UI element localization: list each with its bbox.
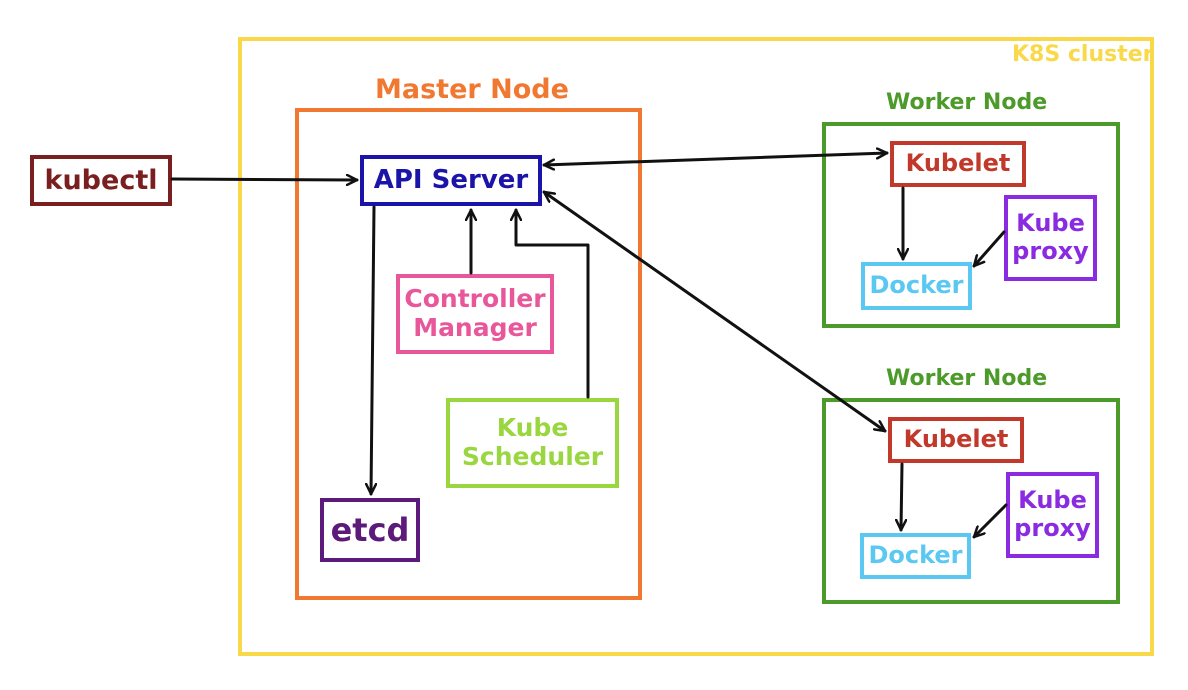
arrow-api-server-kubelet-2 (542, 190, 887, 433)
cluster-label: K8S cluster (1012, 42, 1154, 67)
worker-1-kubelet-box[interactable]: Kubelet (890, 141, 1026, 187)
master-node-title: Master Node (375, 74, 569, 105)
kube-scheduler-line2: Scheduler (461, 442, 604, 471)
worker-node-2-title: Worker Node (886, 366, 1048, 391)
arrow-kube-scheduler-to-api-server (516, 208, 590, 399)
arrow-kube-proxy-2-to-docker (972, 503, 1008, 539)
etcd-label: etcd (330, 510, 410, 549)
kubectl-label: kubectl (44, 164, 158, 196)
worker-1-kube-proxy-line2: proxy (1012, 237, 1089, 265)
kube-scheduler-box[interactable]: Kube Scheduler (446, 398, 619, 488)
worker-2-kubelet-box[interactable]: Kubelet (888, 417, 1024, 463)
worker-2-docker-label: Docker (868, 541, 963, 570)
arrow-api-server-kubelet-1 (542, 153, 889, 165)
worker-1-kube-proxy-line1: Kube (1016, 209, 1085, 238)
worker-1-kube-proxy-box[interactable]: Kube proxy (1004, 195, 1097, 281)
worker-2-docker-box[interactable]: Docker (860, 533, 971, 579)
worker-1-kubelet-label: Kubelet (905, 149, 1011, 178)
worker-node-1-title: Worker Node (886, 90, 1048, 115)
etcd-box[interactable]: etcd (320, 498, 420, 562)
api-server-label: API Server (373, 164, 529, 195)
controller-manager-box[interactable]: Controller Manager (396, 274, 554, 354)
worker-2-kubelet-label: Kubelet (903, 425, 1009, 454)
k8s-cluster-frame (238, 37, 1154, 656)
arrow-kube-proxy-1-to-docker (972, 230, 1006, 268)
arrow-kubelet-2-to-docker (901, 462, 902, 532)
api-server-box[interactable]: API Server (360, 155, 542, 206)
kubectl-box[interactable]: kubectl (30, 155, 172, 206)
arrow-api-server-to-etcd (371, 205, 374, 496)
worker-2-kube-proxy-line1: Kube (1018, 486, 1087, 515)
worker-2-kube-proxy-box[interactable]: Kube proxy (1006, 472, 1099, 558)
arrow-kubectl-to-api-server (170, 179, 359, 180)
controller-manager-line1: Controller (404, 284, 546, 314)
worker-node-2-frame (822, 398, 1120, 604)
controller-manager-line2: Manager (413, 313, 537, 342)
worker-2-kube-proxy-line2: proxy (1014, 514, 1091, 542)
